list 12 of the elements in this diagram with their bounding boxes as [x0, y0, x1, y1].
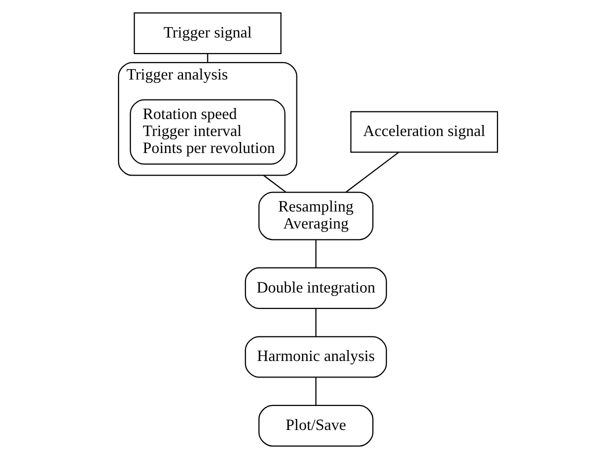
node-box: Resampling Averaging [258, 192, 374, 240]
connector [315, 377, 316, 406]
connector [315, 308, 316, 336]
node-box: Plot/Save [258, 404, 374, 447]
node-box: Rotation speed Trigger interval Points per revolution [130, 99, 286, 165]
connector [346, 152, 399, 193]
connector [315, 240, 316, 268]
node-box: Trigger signal [134, 12, 282, 54]
node-box: Acceleration signal [350, 111, 498, 153]
node-box: Harmonic analysis [244, 336, 387, 378]
connector [263, 174, 286, 193]
node-box: Double integration [244, 267, 387, 310]
